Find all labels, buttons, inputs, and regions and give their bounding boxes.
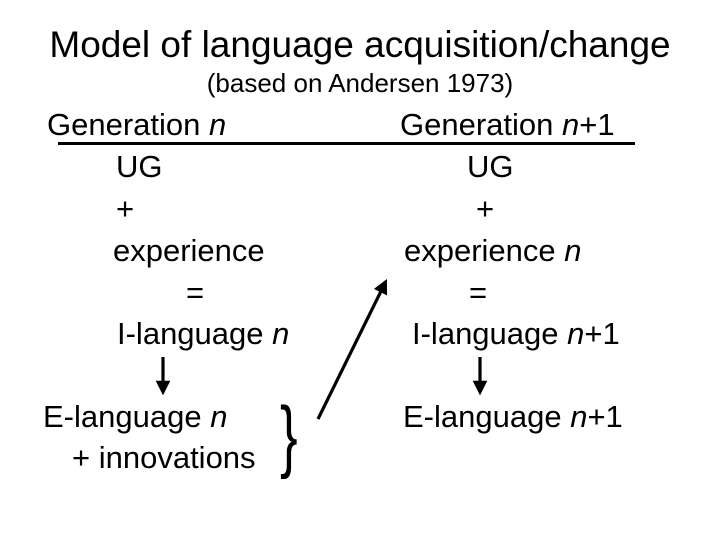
text-segment-italic: n [272, 316, 290, 351]
right-ug-label: UG [467, 149, 514, 184]
text-segment: E-language [403, 399, 571, 434]
right-plus-label: + [476, 191, 495, 226]
left-elanguage-label: E-language n [43, 399, 227, 435]
right-elanguage-label: E-language n+1 [403, 399, 623, 435]
text-segment: +1 [587, 399, 623, 434]
left-equals-label: = [186, 275, 205, 310]
diagonal-up-right-arrow-icon [316, 279, 388, 420]
text-segment-italic: n [567, 316, 585, 351]
text-segment: experience [404, 233, 565, 268]
curly-brace: } [280, 392, 298, 481]
text-segment: Generation [400, 107, 562, 142]
text-segment-italic: n [564, 233, 582, 268]
right-experience-label: experience n [404, 233, 582, 269]
header-underline [58, 142, 635, 145]
text-segment: experience [113, 233, 265, 268]
text-segment: I-language [117, 316, 273, 351]
right-equals-label: = [469, 275, 488, 310]
text-segment-italic: n [562, 107, 580, 142]
generation-n1-header: Generation n+1 [400, 107, 615, 143]
text-segment-italic: n [209, 107, 227, 142]
left-ug-label: UG [116, 149, 163, 184]
left-plus-label: + [116, 191, 135, 226]
text-segment: Generation [47, 107, 209, 142]
left-experience-label: experience [113, 233, 265, 269]
generation-n-header: Generation n [47, 107, 226, 143]
left-ilanguage-label: I-language n [117, 316, 289, 352]
text-segment-italic: n [570, 399, 588, 434]
text-segment: E-language [43, 399, 211, 434]
text-segment-italic: n [210, 399, 228, 434]
text-segment: +1 [579, 107, 615, 142]
text-segment: +1 [584, 316, 620, 351]
slide-subtitle: (based on Andersen 1973) [206, 68, 514, 98]
text-segment: I-language [412, 316, 568, 351]
slide-title: Model of language acquisition/change [49, 24, 671, 65]
right-ilanguage-label: I-language n+1 [412, 316, 620, 352]
left-innovations-label: + innovations [72, 440, 256, 475]
